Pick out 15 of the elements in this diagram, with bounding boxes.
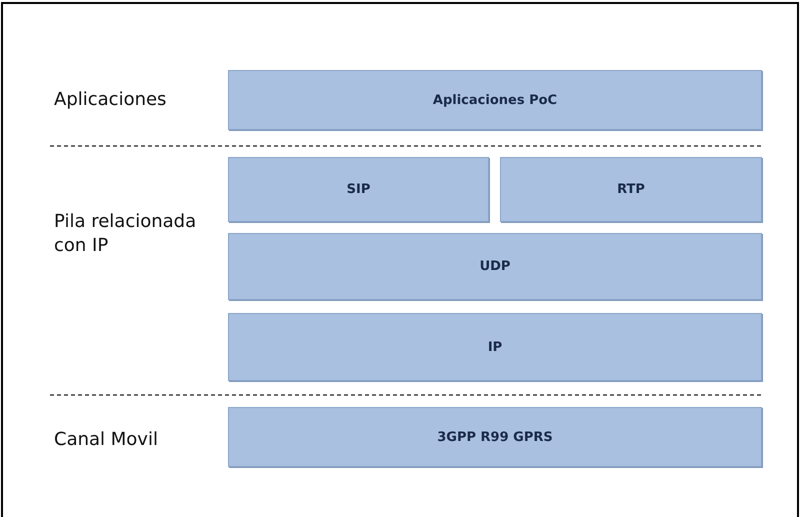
layer-box bbox=[228, 70, 762, 130]
layer-name: IP bbox=[488, 340, 502, 354]
layer-box bbox=[228, 157, 489, 222]
layer-name: SIP bbox=[346, 182, 370, 197]
layer-box bbox=[228, 233, 762, 300]
group-label: Pila relacionada con IP bbox=[54, 210, 198, 258]
layer-box bbox=[500, 157, 762, 222]
layer-name: RTP bbox=[617, 182, 645, 197]
group-label: Canal Movil bbox=[54, 428, 159, 452]
layer-name: Aplicaciones PoC bbox=[432, 92, 558, 108]
group-label: Aplicaciones bbox=[54, 88, 168, 112]
layer-name: 3GPP R99 GPRS bbox=[437, 430, 553, 444]
layer-box bbox=[228, 313, 762, 381]
layer-box bbox=[228, 407, 762, 467]
layer-name: UDP bbox=[480, 259, 510, 274]
